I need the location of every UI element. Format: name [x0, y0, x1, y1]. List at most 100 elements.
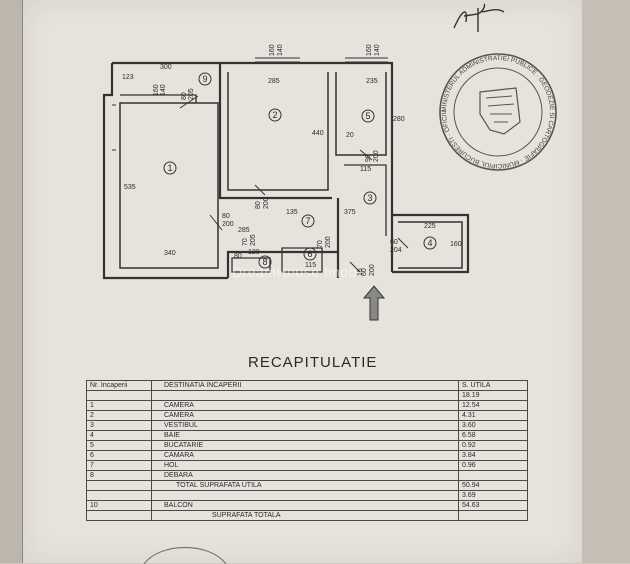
cell-area [458, 470, 528, 481]
cell-destination: SUPRAFATA TOTALA [151, 510, 459, 521]
entrance-arrow-icon [362, 285, 386, 321]
header-destination: DESTINATIA INCAPERII [151, 380, 459, 391]
dim-label: 80 [234, 253, 242, 260]
dim-label: 80 [222, 213, 230, 220]
dim-label: 535 [124, 184, 136, 191]
cadastre-stamp: MINISTERUL ADMINISTRATIEI PUBLICE · GEOD… [434, 52, 557, 171]
dim-label: 70 [317, 240, 324, 248]
room-number-9: 9 [202, 74, 207, 84]
dim-label: 200 [222, 221, 234, 228]
dim-label: 115 [360, 166, 371, 173]
cell-no: 6 [86, 450, 152, 461]
coat-of-arms-icon [479, 87, 521, 135]
cell-area: 6.58 [458, 430, 528, 441]
dim-label: 280 [393, 116, 405, 123]
room-number-2: 2 [272, 110, 277, 120]
dim-label: 60 [361, 268, 368, 276]
cell-destination: TOTAL SUPRAFATA UTILA [151, 480, 459, 491]
cell-no [86, 480, 152, 491]
room-number-7: 7 [305, 216, 310, 226]
dim-label: 225 [424, 223, 436, 230]
dim-label: 205 [250, 234, 257, 246]
table-row: 3 VESTIBUL 3.60 [86, 420, 528, 431]
cell-no: 7 [86, 460, 152, 471]
cell-no [86, 390, 152, 401]
partial-stamp [143, 547, 227, 564]
table-row: 1 CAMERA 12.54 [86, 400, 528, 411]
cell-no: 4 [86, 430, 152, 441]
dim-label: 115 [305, 262, 316, 269]
table-header-row: Nr. Incaperii DESTINATIA INCAPERII S. UT… [86, 380, 528, 391]
table-row: 5 BUCATARIE 0.92 [86, 440, 528, 451]
header-no: Nr. Incaperii [86, 380, 152, 391]
table-row: 8 DEBARA [86, 470, 528, 481]
page-edge-right [582, 0, 630, 563]
cell-destination [151, 390, 459, 401]
dim-label: 135 [286, 209, 298, 216]
cell-destination: CAMARA [151, 450, 459, 461]
table-row: 4 BAIE 6.58 [86, 430, 528, 441]
cell-no: 10 [86, 500, 152, 511]
dim-label: 200 [325, 236, 332, 248]
dim-label: 285 [238, 227, 250, 234]
cell-area: 18.19 [458, 390, 528, 401]
dim-label: 120 [248, 249, 260, 256]
room-number-8: 8 [262, 257, 267, 267]
cell-destination: DEBARA [151, 470, 459, 481]
cell-area: 54.63 [458, 500, 528, 511]
cell-no [86, 490, 152, 501]
dim-label: 204 [390, 247, 402, 254]
signature-mark [453, 3, 505, 32]
cell-area: 12.54 [458, 400, 528, 411]
cell-no: 2 [86, 410, 152, 421]
dim-label: 200 [373, 150, 380, 162]
dim-label: 300 [160, 64, 172, 71]
cell-area: 3.60 [458, 420, 528, 431]
table-row: 10 BALCON 54.63 [86, 500, 528, 511]
watermark-text: DreamHouse Imob [232, 264, 357, 280]
table-row: 6 CAMARA 3.84 [86, 450, 528, 461]
room-number-6: 6 [307, 249, 312, 259]
dim-label: 90 [365, 154, 372, 162]
table-row: 3.69 [86, 490, 528, 501]
dim-label: 15 [357, 268, 364, 276]
cell-destination: VESTIBUL [151, 420, 459, 431]
cell-destination: CAMERA [151, 400, 459, 411]
cell-no: 1 [86, 400, 152, 411]
recap-title: RECAPITULATIE [248, 354, 378, 371]
floor-plan: 1 2 3 4 5 6 7 8 9 300 123 160 140 285 16… [102, 44, 470, 321]
cell-area: 0.92 [458, 440, 528, 451]
dim-label: 285 [268, 78, 280, 85]
table-row: 7 HOL 0.96 [86, 460, 528, 471]
dim-label: 160 [153, 84, 160, 96]
table-row: 18.19 [86, 390, 528, 401]
cell-destination [151, 490, 459, 501]
cell-no [86, 510, 152, 521]
cell-area: 3.84 [458, 450, 528, 461]
dim-label: 123 [122, 74, 134, 81]
dim-label: 235 [366, 78, 378, 85]
cell-destination: BALCON [151, 500, 459, 511]
cell-destination: HOL [151, 460, 459, 471]
dim-label: 20 [346, 132, 354, 139]
page-edge-left [0, 0, 22, 563]
table-row: 2 CAMERA 4.31 [86, 410, 528, 421]
header-area: S. UTILA [458, 380, 528, 391]
room-number-5: 5 [365, 111, 370, 121]
dim-label: 70 [242, 238, 249, 246]
cell-destination: BAIE [151, 430, 459, 441]
dim-label: 140 [374, 44, 381, 56]
dim-label: 60 [390, 239, 398, 246]
room-number-1: 1 [167, 163, 172, 173]
dim-label: 375 [344, 209, 356, 216]
dim-label: 200 [263, 197, 270, 209]
cell-area [458, 510, 528, 521]
dim-label: 205 [188, 88, 195, 100]
dim-label: 440 [312, 130, 324, 137]
cell-destination: BUCATARIE [151, 440, 459, 451]
room-number-4: 4 [427, 238, 432, 248]
dim-label: 340 [164, 250, 176, 257]
cell-no: 5 [86, 440, 152, 451]
dim-label: 200 [369, 264, 376, 276]
cell-area: 4.31 [458, 410, 528, 421]
